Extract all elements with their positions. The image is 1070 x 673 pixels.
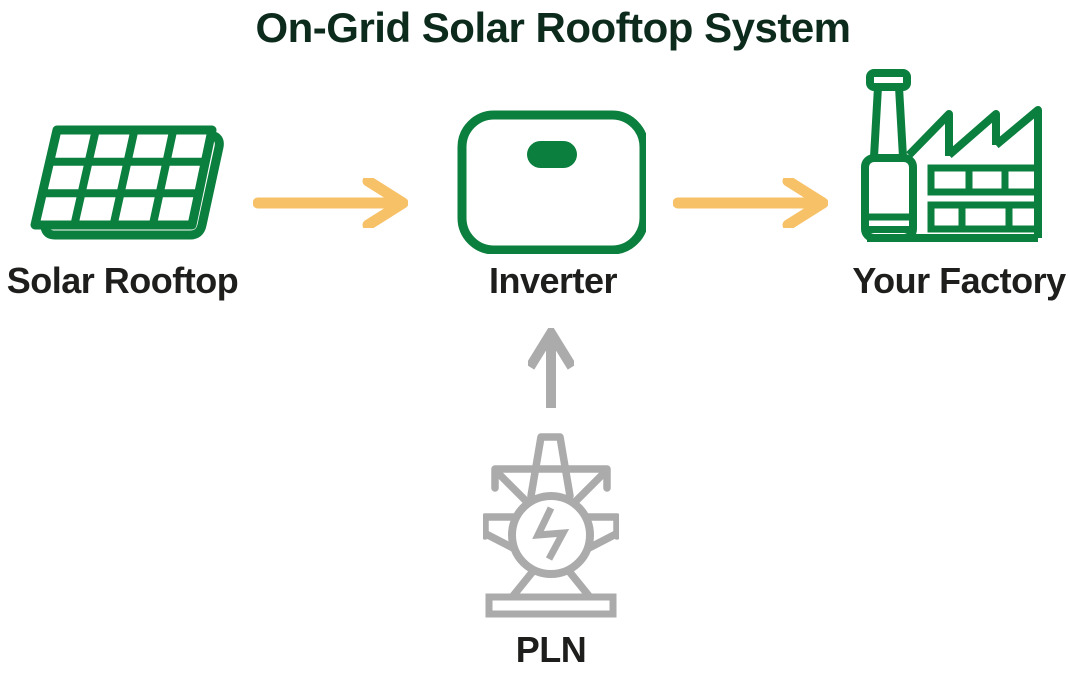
right-arrow-icon	[673, 178, 828, 228]
node-pln-grid	[483, 428, 619, 620]
pln-label: PLN	[515, 629, 587, 670]
power-pylon-icon	[483, 433, 619, 618]
right-arrow-icon	[253, 178, 408, 228]
node-solar-rooftop	[25, 115, 255, 250]
node-inverter	[456, 109, 646, 254]
inverter-icon	[457, 110, 646, 254]
inverter-label: Inverter	[488, 260, 618, 301]
diagram-title: On-Grid Solar Rooftop System	[255, 4, 851, 51]
solar-panel-icon	[30, 125, 224, 240]
factory-icon	[861, 69, 1042, 242]
your-factory-label: Your Factory	[852, 260, 1066, 301]
lightning-bolt-icon	[532, 506, 570, 561]
solar-rooftop-label: Solar Rooftop	[6, 260, 239, 301]
node-your-factory	[855, 65, 1055, 250]
up-arrow-icon	[528, 328, 574, 408]
